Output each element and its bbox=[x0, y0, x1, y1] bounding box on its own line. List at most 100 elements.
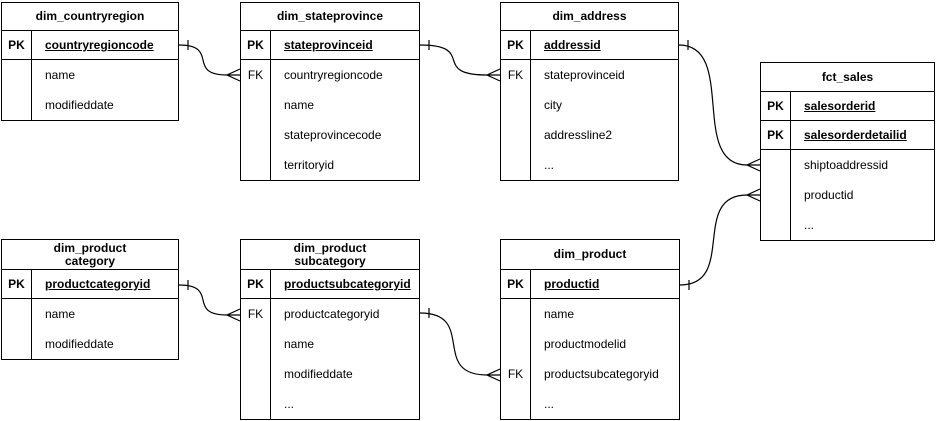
entity-body: FK countryregioncode name stateprovincecode… bbox=[241, 60, 419, 180]
empty-key-cell bbox=[501, 389, 530, 419]
crow-foot-many-icon bbox=[745, 188, 761, 202]
entity-body: shiptoaddressid productid... bbox=[761, 150, 934, 240]
field-column: name modifieddate bbox=[32, 299, 178, 359]
field-name: modifieddate bbox=[45, 337, 114, 351]
field-name: productid bbox=[804, 188, 854, 202]
fk-label: FK bbox=[247, 307, 264, 321]
connector-productcategory-to-subcategory[interactable] bbox=[178, 280, 241, 322]
key-column: FK bbox=[241, 299, 271, 419]
field-name: city bbox=[544, 98, 562, 112]
key-column: FK bbox=[501, 299, 531, 419]
key-column: FK bbox=[501, 60, 531, 180]
pk-label: PK bbox=[2, 31, 32, 59]
empty-key-cell bbox=[761, 180, 790, 210]
field-name: productsubcategoryid bbox=[544, 367, 659, 381]
empty-key-cell bbox=[2, 60, 31, 90]
field-name: stateprovinceid bbox=[544, 68, 625, 82]
pk-field-name: productcategoryid bbox=[45, 277, 151, 291]
pk-row: PK stateprovinceid bbox=[241, 31, 419, 60]
field-name: shiptoaddressid bbox=[804, 158, 889, 172]
crow-foot-many-icon bbox=[485, 368, 501, 382]
field-name: addressline2 bbox=[544, 128, 613, 142]
key-column bbox=[2, 299, 32, 359]
pk-label: PK bbox=[241, 270, 271, 298]
pk-row: PK productcategoryid bbox=[2, 270, 178, 299]
field-column: countryregioncode name stateprovincecode te… bbox=[271, 60, 419, 180]
field-column: name modifieddate bbox=[32, 60, 178, 120]
connector-stateprovince-to-address[interactable] bbox=[419, 40, 501, 82]
empty-key-cell bbox=[241, 90, 270, 120]
field-name: name bbox=[45, 68, 76, 82]
field-column: stateprovinceid city addressline2... bbox=[531, 60, 678, 180]
field-name: name bbox=[45, 307, 76, 321]
field-name: productcategoryid bbox=[284, 307, 380, 321]
pk-row: PK countryregioncode bbox=[2, 31, 178, 60]
field-name: name bbox=[284, 98, 315, 112]
pk-field-name: countryregioncode bbox=[45, 38, 154, 52]
empty-key-cell bbox=[241, 120, 270, 150]
pk-field-name: productsubcategoryid bbox=[284, 277, 411, 291]
pk-field-name: stateprovinceid bbox=[284, 38, 373, 52]
field-column: shiptoaddressid productid... bbox=[791, 150, 934, 240]
empty-key-cell bbox=[761, 210, 790, 240]
field-name: ... bbox=[804, 218, 815, 232]
entity-title: dim_address bbox=[501, 3, 678, 31]
connector-product-to-fctsales[interactable] bbox=[679, 188, 761, 290]
field-name: countryregioncode bbox=[284, 68, 383, 82]
empty-key-cell bbox=[2, 90, 31, 120]
field-name: modifieddate bbox=[45, 98, 114, 112]
field-column: productcategoryid name modifieddate... bbox=[271, 299, 419, 419]
entity-body: name modifieddate bbox=[2, 299, 178, 359]
fk-label: FK bbox=[507, 367, 524, 381]
empty-key-cell bbox=[761, 150, 790, 180]
field-name: ... bbox=[284, 397, 295, 411]
pk-label: PK bbox=[241, 31, 271, 59]
pk-row: PK productsubcategoryid bbox=[241, 270, 419, 299]
empty-key-cell bbox=[2, 329, 31, 359]
crow-foot-many-icon bbox=[225, 308, 241, 322]
field-name: stateprovincecode bbox=[284, 128, 382, 142]
empty-key-cell bbox=[501, 150, 530, 180]
crow-foot-many-icon bbox=[745, 158, 761, 172]
key-column bbox=[761, 150, 791, 240]
field-name: ... bbox=[544, 397, 555, 411]
pk-label: PK bbox=[2, 270, 32, 298]
field-name: name bbox=[544, 307, 575, 321]
pk-field-name: salesorderdetailid bbox=[804, 128, 907, 142]
key-column: FK bbox=[241, 60, 271, 180]
pk-label: PK bbox=[761, 121, 791, 149]
empty-key-cell bbox=[501, 90, 530, 120]
entity-title: dim_stateprovince bbox=[241, 3, 419, 31]
entity-body: FK stateprovinceid city addressline2... bbox=[501, 60, 678, 180]
field-name: name bbox=[284, 337, 315, 351]
entity-body: FK productcategoryid name modifieddate... bbox=[241, 299, 419, 419]
connector-countryregion-to-stateprovince[interactable] bbox=[178, 40, 241, 82]
pk-field-name: productid bbox=[544, 277, 600, 291]
entity-title: dim_countryregion bbox=[2, 3, 178, 31]
connector-subcategory-to-product[interactable] bbox=[419, 308, 501, 382]
field-name: ... bbox=[544, 158, 555, 172]
pk-row: PK salesorderdetailid bbox=[761, 121, 934, 150]
empty-key-cell bbox=[2, 299, 31, 329]
connector-address-to-fctsales[interactable] bbox=[678, 40, 761, 172]
pk-field-name: addressid bbox=[544, 38, 601, 52]
entity-body: name modifieddate bbox=[2, 60, 178, 120]
crow-foot-many-icon bbox=[485, 68, 501, 82]
field-name: territoryid bbox=[284, 158, 335, 172]
empty-key-cell bbox=[241, 329, 270, 359]
empty-key-cell bbox=[241, 389, 270, 419]
field-name: modifieddate bbox=[284, 367, 353, 381]
